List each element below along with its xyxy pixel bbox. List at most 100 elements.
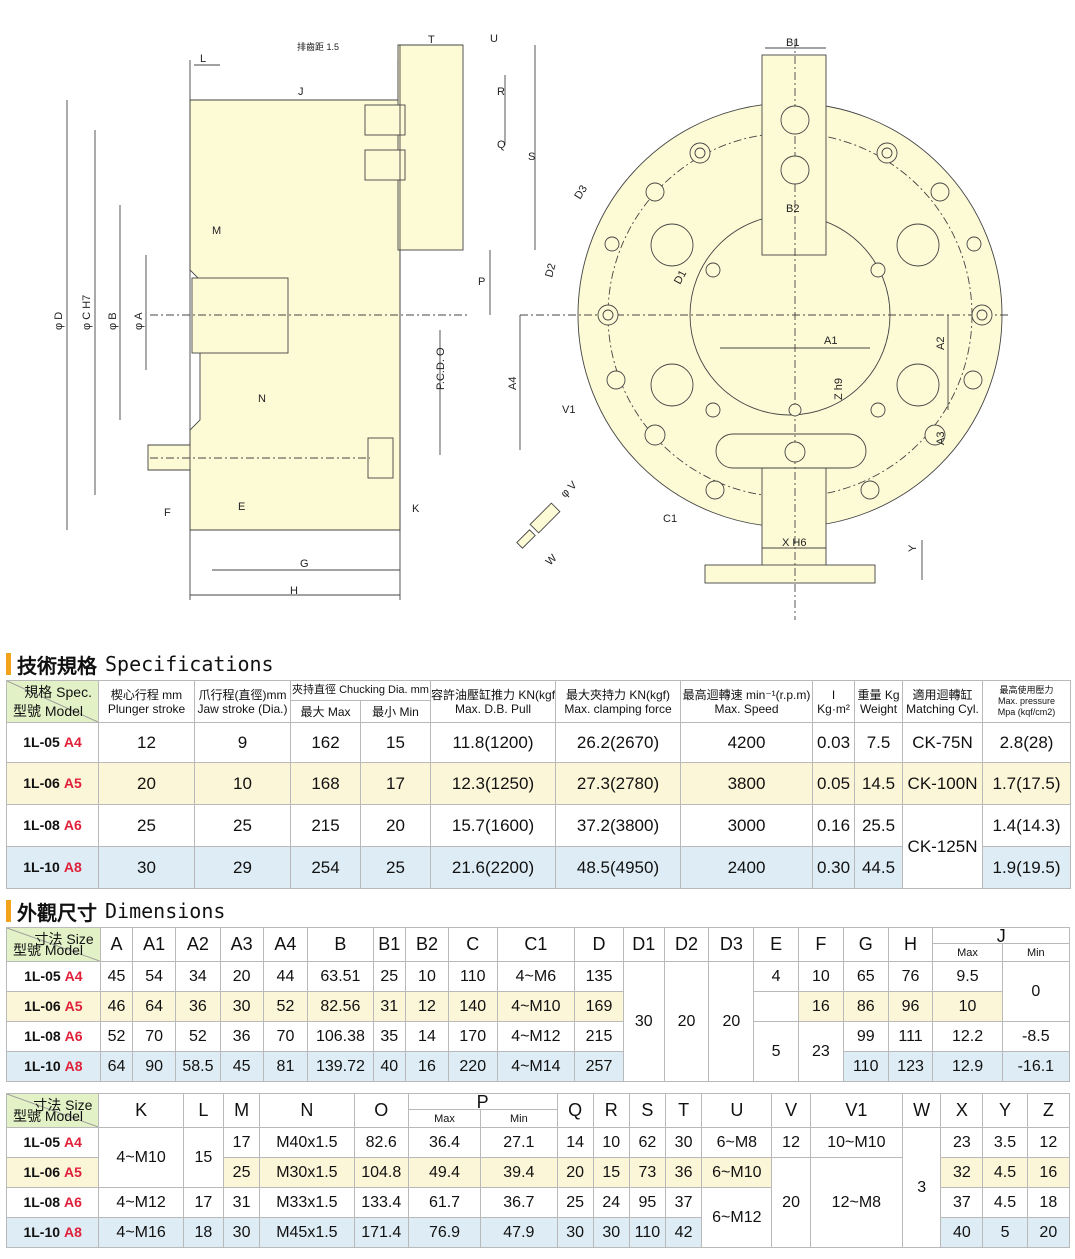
col-C: C — [447, 927, 498, 962]
header-chuck-min: 最小 Min — [359, 700, 432, 723]
dim-label-D1: D1 — [672, 268, 689, 286]
val-P-max: 61.7 — [407, 1187, 482, 1218]
val-O: 171.4 — [353, 1217, 409, 1248]
col-F: F — [798, 927, 844, 962]
val-B2: 14 — [405, 1021, 449, 1052]
dim-label-E: E — [238, 501, 245, 513]
val-S: 73 — [628, 1157, 667, 1188]
clamping-force: 48.5(4950) — [555, 846, 682, 889]
spec-corner-top: 規格 Spec. — [24, 684, 92, 700]
dim-label-phiB: φ B — [107, 312, 119, 330]
max-speed: 2400 — [680, 846, 814, 889]
col-V: V — [771, 1093, 811, 1128]
corner-diagonal — [7, 928, 100, 961]
max-pressure: 2.8(28) — [982, 722, 1072, 763]
model-code: 1L-08 — [23, 1193, 61, 1210]
max-speed: 4200 — [680, 722, 814, 763]
val-L: 18 — [182, 1217, 225, 1248]
jaw-stroke: 25 — [194, 804, 291, 847]
val-N: M45x1.5 — [259, 1217, 355, 1248]
dim-label-phiA: φ A — [133, 312, 145, 330]
dim-label-D2: D2 — [543, 262, 558, 279]
col-W: W — [902, 1093, 942, 1128]
dim-label-G: G — [300, 558, 309, 570]
dims-table-1: 寸法 Size 型號 Model A A1 A2 A3 A4 B B1 B2 C… — [6, 927, 1071, 1082]
plunger-stroke: 20 — [98, 762, 195, 805]
header-max-speed: 最高迴轉速 min⁻¹(r.p.m) Max. Speed — [680, 680, 814, 723]
max-speed: 3000 — [680, 804, 814, 847]
dim-label-W: W — [544, 552, 560, 568]
dim-label-T: T — [428, 34, 435, 46]
dims2-corner-header: 寸法 Size 型號 Model — [5, 1093, 100, 1128]
val-Y: 3.5 — [982, 1127, 1028, 1158]
model-suffix: A8 — [64, 1057, 83, 1074]
dim-label-A2: A2 — [935, 337, 947, 350]
val-A3: 45 — [219, 1051, 264, 1082]
val-B2: 10 — [405, 961, 449, 992]
val-D: 169 — [574, 991, 624, 1022]
val-A3: 36 — [219, 1021, 264, 1052]
val-A4: 70 — [262, 1021, 309, 1052]
val-T: 30 — [664, 1127, 703, 1158]
chuck-min: 25 — [359, 846, 432, 889]
dim-label-phiD: φ D — [53, 312, 65, 330]
dims-title-en: Dimensions — [105, 899, 226, 923]
bolt-detail — [516, 502, 561, 549]
header-chuck-max: 最大 Max — [290, 700, 361, 723]
val-G: 65 — [842, 961, 889, 992]
val-G: 86 — [842, 991, 889, 1022]
val-C1: 4~M14 — [496, 1051, 576, 1082]
col-S: S — [628, 1093, 667, 1128]
side-view-labels: L 排齒距 1.5 J T U R Q S P M N K F E G H φ … — [53, 33, 535, 597]
dim-label-Zh9: Z h9 — [833, 378, 845, 400]
dim-label-K: K — [412, 503, 420, 515]
dim-label-L: L — [200, 53, 206, 65]
val-A: 46 — [99, 991, 134, 1022]
val-K: 4~M16 — [98, 1217, 184, 1248]
model-suffix: A4 — [64, 1133, 82, 1150]
val-O: 82.6 — [353, 1127, 409, 1158]
dim-label-U: U — [490, 33, 498, 45]
model-code: 1L-06 — [24, 997, 61, 1014]
col-V1: V1 — [809, 1093, 904, 1128]
clamping-force: 27.3(2780) — [555, 762, 682, 805]
matching-cyl: CK-125N — [902, 804, 984, 889]
dim-label-D3: D3 — [572, 183, 590, 201]
val-P-min: 36.7 — [480, 1187, 558, 1218]
val-X: 23 — [940, 1127, 984, 1158]
model-code: 1L-10 — [23, 1223, 61, 1240]
dim-label-Y: Y — [907, 544, 919, 552]
val-S: 62 — [628, 1127, 667, 1158]
model-suffix: A6 — [63, 816, 82, 833]
weight: 7.5 — [854, 722, 904, 763]
val-C: 140 — [447, 991, 498, 1022]
col-G: G — [842, 927, 889, 962]
inertia: 0.03 — [812, 722, 856, 763]
col-D2: D2 — [663, 927, 710, 962]
val-C1: 4~M10 — [496, 991, 576, 1022]
jaw-stroke: 29 — [194, 846, 291, 889]
dim-label-V1: V1 — [562, 404, 575, 416]
val-D1: 30 — [622, 961, 665, 1082]
val-Y: 4.5 — [982, 1157, 1028, 1188]
val-T: 42 — [664, 1217, 703, 1248]
model-code: 1L-06 — [23, 774, 60, 791]
col-U: U — [701, 1093, 773, 1128]
val-N: M40x1.5 — [259, 1127, 355, 1158]
spec-title-zh: 技術規格 — [17, 653, 97, 678]
front-view — [519, 40, 1010, 620]
val-A3: 20 — [219, 961, 264, 992]
val-U: 6~M8 — [701, 1127, 773, 1158]
val-Z: 12 — [1026, 1127, 1071, 1158]
val-F: 10 — [798, 961, 844, 992]
model-suffix: A8 — [64, 1223, 82, 1240]
val-X: 32 — [940, 1157, 984, 1188]
val-W: 3 — [902, 1127, 942, 1248]
chuck-max: 162 — [290, 722, 361, 763]
